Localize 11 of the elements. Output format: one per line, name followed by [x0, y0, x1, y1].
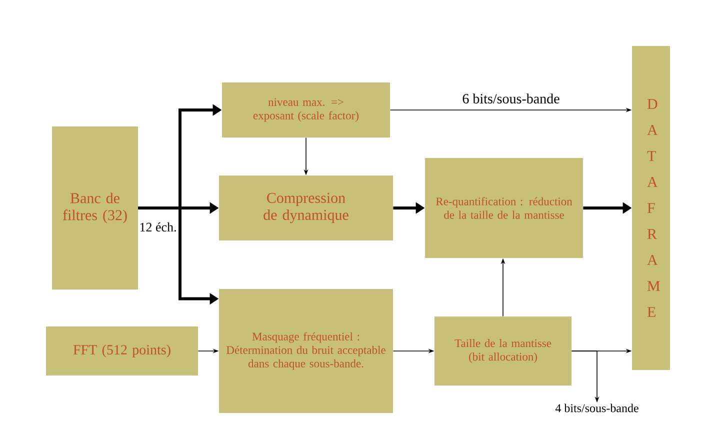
- process-box: niveau max. => exposant (scale factor): [222, 82, 390, 138]
- process-box: Re-quantification : réduction de la taille de la mantisse: [425, 158, 583, 258]
- frame-bar: D A T A F R A M E: [632, 46, 670, 370]
- process-box: Banc de filtres (32): [52, 126, 138, 290]
- signal-label: 12 éch.: [138, 221, 178, 233]
- process-box: Taille de la mantisse (bit allocation): [434, 316, 572, 386]
- edge-label: 6 bits/sous-bande: [462, 94, 560, 104]
- process-box: Masquage fréquentiel : Détermination du bruit acceptable dans chaque sous-bande.: [219, 289, 393, 413]
- process-box: Compression de dynamique: [219, 176, 393, 240]
- bare-text: 4 bits/sous-bande: [555, 404, 638, 412]
- process-box: FFT (512 points): [46, 326, 198, 376]
